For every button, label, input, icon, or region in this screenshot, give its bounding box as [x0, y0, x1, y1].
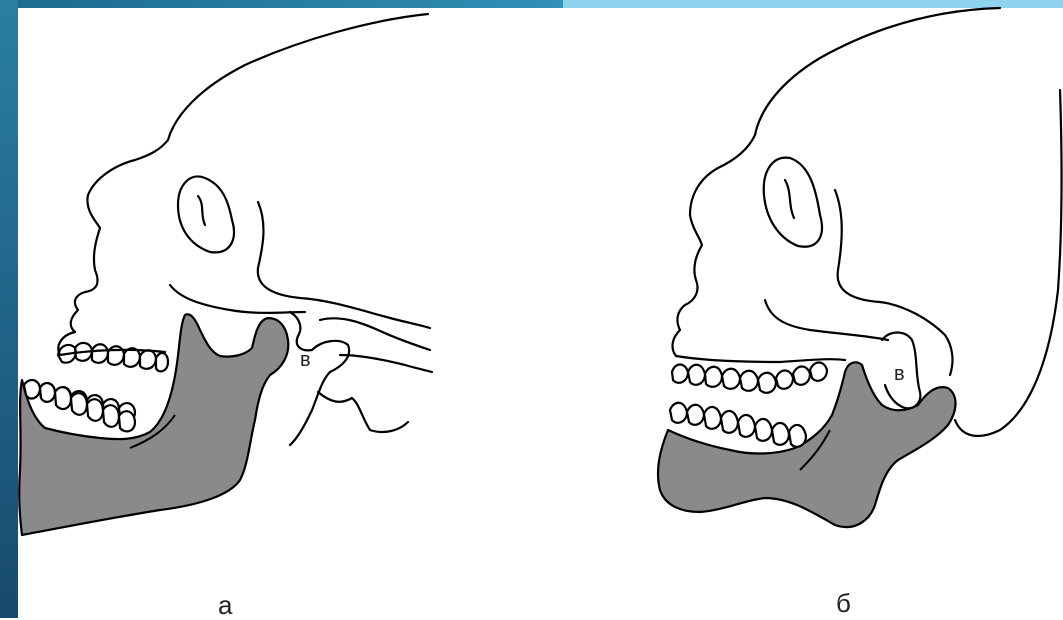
panel-b-cranium-outline [673, 8, 1000, 356]
panel-b-maxilla-line [676, 356, 845, 362]
panel-b-joint-marker: в [894, 363, 905, 385]
panel-a-joint-marker: в [300, 349, 311, 371]
panel-a-cheek [170, 285, 305, 313]
panel-b-skull [672, 8, 1062, 436]
panel-a-back-line [258, 202, 430, 328]
panel-a-ear [178, 177, 234, 253]
panel-a-mandible [19, 314, 288, 535]
panel-a-mastoid [318, 392, 408, 432]
panel-a-caption: а [218, 592, 232, 618]
panel-b-cheek [765, 300, 888, 340]
panel-b-ear [764, 158, 822, 247]
panel-b-side-line [835, 190, 952, 375]
panel-a-temporal [290, 312, 349, 445]
panel-b-mandible [658, 362, 956, 527]
panel-b-ear-inner [785, 180, 794, 218]
panel-b-upper-teeth [672, 363, 827, 393]
panel-a-neck-2 [340, 355, 432, 372]
panel-a-cranium-outline [71, 14, 428, 332]
panel-a-upper-teeth [58, 343, 168, 371]
panel-a-ear-inner [198, 196, 205, 225]
panel-b-back-of-skull [955, 90, 1062, 436]
panel-b-caption: б [836, 590, 851, 616]
